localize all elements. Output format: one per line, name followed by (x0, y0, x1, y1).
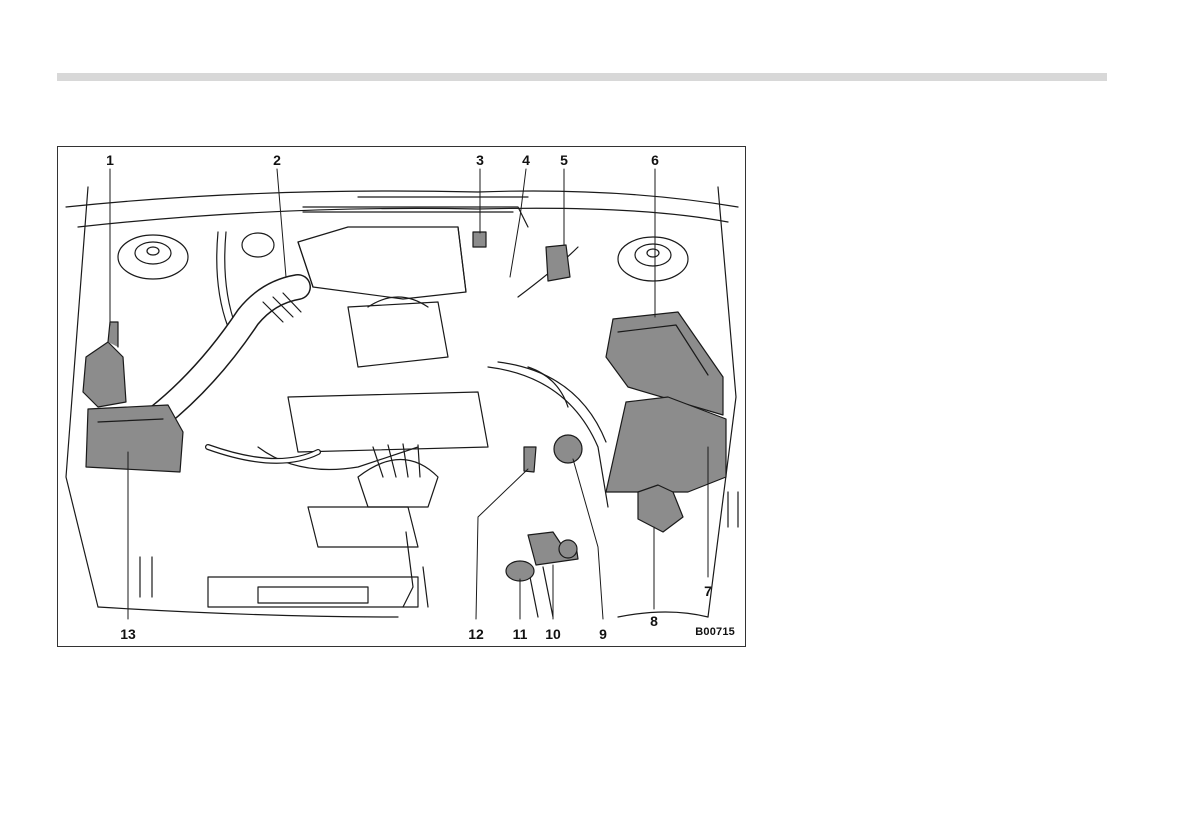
callout-1: 1 (106, 153, 114, 167)
callout-7: 7 (704, 584, 712, 598)
callout-6: 6 (651, 153, 659, 167)
callout-12: 12 (468, 627, 484, 641)
component-10-cap (528, 532, 578, 565)
callout-10: 10 (545, 627, 561, 641)
callout-13: 13 (120, 627, 136, 641)
callout-5: 5 (560, 153, 568, 167)
left-strut-tower (118, 235, 188, 279)
right-strut-tower (618, 237, 688, 281)
callout-11: 11 (513, 627, 528, 641)
callout-4: 4 (522, 153, 530, 167)
engine-compartment-illustration (58, 147, 746, 647)
header-rule (57, 73, 1107, 81)
component-1-washer-reservoir (83, 322, 126, 407)
component-5-reservoir (546, 245, 570, 281)
callout-3: 3 (476, 153, 484, 167)
component-11-cap (506, 561, 534, 581)
figure-code: B00715 (695, 626, 735, 638)
engine-compartment-figure: 1 2 3 4 5 6 7 8 9 10 11 12 13 B00715 (57, 146, 746, 647)
top-cover (298, 227, 466, 299)
component-13-fuse-box (86, 405, 183, 472)
callout-8: 8 (650, 614, 658, 628)
callout-2: 2 (273, 153, 281, 167)
hood-outline (66, 191, 738, 207)
component-9-cap (554, 435, 582, 463)
component-12-dipstick (524, 447, 536, 472)
component-3-cap (473, 232, 486, 247)
callout-9: 9 (599, 627, 607, 641)
